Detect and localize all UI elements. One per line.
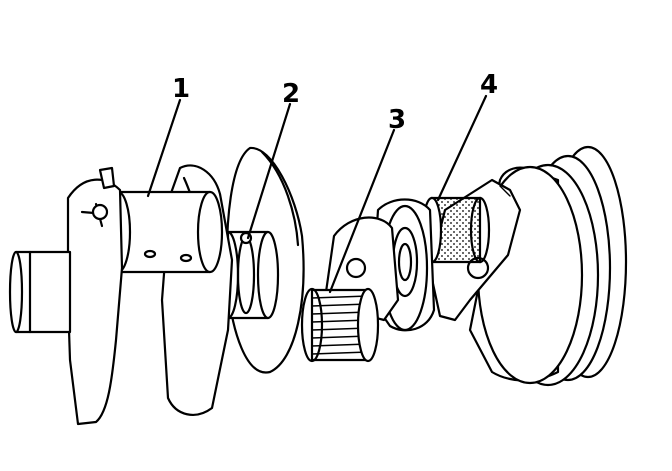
journal-1 [104,190,224,274]
leader-4 [436,94,488,202]
leader-lines [146,94,488,294]
journal-3 [300,287,380,363]
callout-4: 4 [480,70,498,100]
front-snout [8,250,72,334]
journal-4 [421,196,491,264]
leader-1 [146,98,182,198]
leader-2 [246,102,292,240]
callout-2: 2 [282,79,300,109]
front-web [66,166,124,426]
rear-flange [468,145,628,387]
leader-3 [328,128,396,294]
callout-3: 3 [388,105,406,135]
callout-1: 1 [172,74,190,104]
